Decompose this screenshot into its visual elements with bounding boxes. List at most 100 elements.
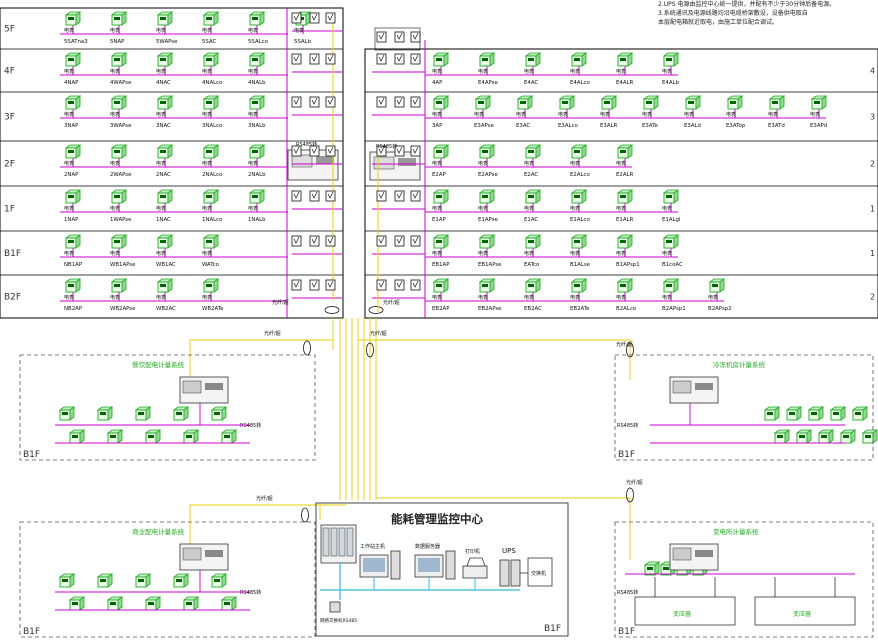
energy-meter-icon — [768, 95, 786, 110]
meter-label: 4NAP — [64, 80, 79, 86]
meter-label: E2ALR — [616, 172, 634, 178]
switch-label: 交换机 — [531, 570, 546, 577]
floor-label-left: B1F — [4, 249, 21, 259]
energy-meter-icon — [662, 189, 680, 204]
sub-panel-floor: B1F — [23, 627, 40, 637]
meter-caption: 电表 — [202, 250, 212, 257]
converter-module — [325, 12, 336, 24]
energy-meter-icon — [616, 189, 634, 204]
meter-caption: 电表 — [64, 205, 74, 212]
converter-module — [309, 96, 320, 108]
fiber-connector — [626, 487, 634, 503]
meter-caption: 电表 — [156, 160, 166, 167]
meter-caption: 电表 — [478, 68, 488, 75]
meter-caption: 电表 — [524, 68, 534, 75]
energy-meter-icon — [478, 278, 496, 293]
energy-meter-icon — [432, 234, 450, 249]
converter-module — [394, 235, 405, 247]
meter-caption: 电表 — [202, 111, 212, 118]
energy-meter-icon — [524, 52, 542, 67]
converter-module — [325, 190, 336, 202]
converter-module — [309, 279, 320, 291]
rs485-label: RS485转 — [296, 141, 317, 148]
sub-panel-title: 冷冻机房计量系统 — [713, 360, 766, 369]
meter-label: EB1AP — [432, 262, 450, 268]
energy-meter-icon — [616, 278, 634, 293]
energy-meter-icon — [643, 561, 661, 576]
meter-caption: 电表 — [202, 27, 212, 34]
fiber-label: 光纤/超 — [616, 341, 633, 348]
converter-module — [309, 235, 320, 247]
meter-caption: 电表 — [64, 27, 74, 34]
energy-meter-icon — [684, 95, 702, 110]
label-layer: 5F4F3F2F1FB1FB2F电表5SATna3电表5NAP电表5WAPse电… — [4, 25, 875, 503]
converter-module — [309, 145, 320, 157]
energy-meter-icon — [172, 573, 190, 588]
transformer-label: 变压器 — [673, 610, 691, 618]
meter-layer — [58, 11, 878, 611]
energy-meter-icon — [156, 52, 174, 67]
meter-label: 2NAP — [64, 172, 79, 178]
meter-label: E3ATe — [642, 123, 658, 129]
meter-label: 4NALco — [202, 80, 222, 86]
meter-label: EB2AC — [524, 306, 542, 312]
energy-meter-icon — [570, 52, 588, 67]
meter-caption: 电表 — [708, 294, 718, 301]
meter-label: WB2ATe — [202, 306, 224, 312]
meter-caption: 电表 — [524, 160, 534, 167]
energy-meter-icon — [861, 429, 878, 444]
printer — [462, 565, 488, 579]
meter-label: E3ALco — [558, 123, 578, 129]
meter-label: EATco — [524, 262, 539, 268]
converter-module — [325, 145, 336, 157]
bus-label: RS485转 — [617, 422, 638, 429]
energy-meter-icon — [248, 11, 266, 26]
energy-meter-icon — [68, 596, 86, 611]
meter-label: 5SATna3 — [64, 39, 88, 45]
energy-meter-icon — [58, 406, 76, 421]
meter-label: B1coAC — [662, 262, 683, 268]
energy-meter-icon — [156, 234, 174, 249]
fiber-label: 光纤/超 — [370, 330, 387, 337]
energy-meter-icon — [516, 95, 534, 110]
converter-module — [394, 145, 405, 157]
meter-caption: 电表 — [662, 294, 672, 301]
floor-label-left: 4F — [4, 67, 15, 77]
converter-module — [410, 190, 421, 202]
converter-module — [376, 279, 387, 291]
meter-caption: 电表 — [110, 111, 120, 118]
network-device — [329, 601, 341, 613]
converter-module — [325, 96, 336, 108]
energy-meter-icon — [144, 429, 162, 444]
meter-caption: 电表 — [64, 111, 74, 118]
meter-caption: 电表 — [432, 250, 442, 257]
bus-label: RS485转 — [240, 422, 261, 429]
converter-module — [291, 53, 302, 65]
converter-module — [394, 96, 405, 108]
energy-meter-icon — [68, 429, 86, 444]
energy-meter-icon — [64, 234, 82, 249]
meter-caption: 电表 — [558, 111, 568, 118]
meter-caption: 电表 — [662, 205, 672, 212]
energy-meter-icon — [616, 234, 634, 249]
floor-label-left: B2F — [4, 293, 21, 303]
energy-meter-icon — [570, 234, 588, 249]
floor-label-right: 2 — [870, 160, 875, 169]
energy-meter-icon — [851, 406, 869, 421]
wiring-layer — [60, 8, 826, 560]
converter-module — [309, 12, 320, 24]
meter-label: EB1APse — [478, 262, 502, 268]
meter-label: E3ATop — [726, 123, 746, 129]
energy-meter-icon — [110, 95, 128, 110]
meter-label: 5WAPse — [156, 39, 178, 45]
meter-label: E2AC — [524, 172, 538, 178]
energy-meter-icon — [662, 234, 680, 249]
meter-caption: 电表 — [156, 27, 166, 34]
meter-label: 4WAPse — [110, 80, 132, 86]
energy-meter-icon — [110, 11, 128, 26]
meter-caption: 电表 — [474, 111, 484, 118]
transformer-label: 变压器 — [793, 610, 811, 618]
converter-module — [291, 96, 302, 108]
meter-caption: 电表 — [570, 250, 580, 257]
